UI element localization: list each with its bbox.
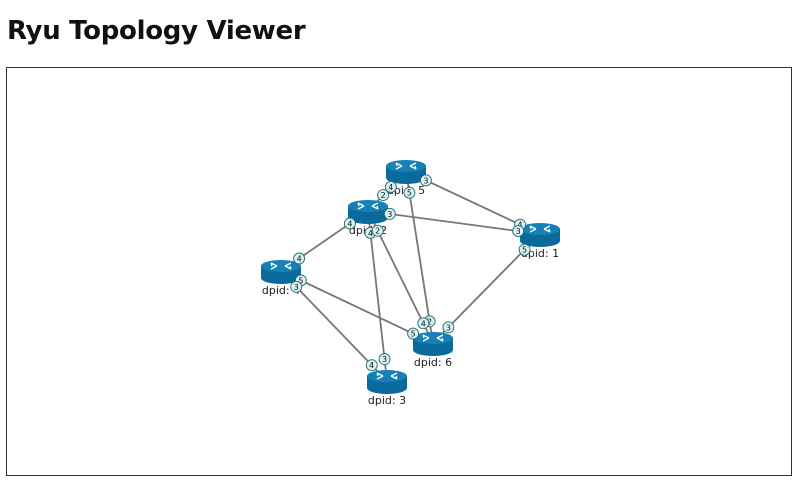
port-number: 3	[382, 355, 387, 364]
port-3-b5[interactable]: 3	[378, 353, 391, 366]
port-1-b3[interactable]: 3	[512, 225, 525, 238]
switch-node-3[interactable]: dpid: 3	[367, 370, 407, 407]
switch-label: dpid: 6	[414, 356, 452, 369]
router-arrows-icon	[376, 372, 398, 380]
port-circle-icon	[384, 180, 397, 193]
port-1-a7[interactable]: 5	[518, 243, 531, 256]
port-circle-icon	[371, 224, 384, 237]
port-circle-icon	[293, 252, 306, 265]
router-arrows-icon	[357, 202, 379, 210]
port-circle-icon	[383, 207, 396, 220]
port-number: 4	[347, 219, 352, 228]
port-3-b9[interactable]: 4	[365, 359, 378, 372]
port-2-b0[interactable]: 2	[377, 189, 390, 202]
port-circle-icon	[290, 280, 303, 293]
port-number: 4	[518, 221, 523, 230]
router-arrows-icon	[422, 334, 444, 342]
port-number: 4	[368, 229, 373, 238]
port-circle-icon	[442, 321, 455, 334]
port-number: 5	[411, 330, 416, 339]
port-circle-icon	[407, 327, 420, 340]
port-2-a4[interactable]: 4	[343, 217, 356, 230]
port-number: 3	[423, 176, 428, 185]
port-circle-icon	[403, 186, 416, 199]
page-title: Ryu Topology Viewer	[7, 16, 306, 46]
port-5-a2[interactable]: 5	[403, 186, 416, 199]
links-layer	[280, 170, 541, 382]
port-2-a6[interactable]: 2	[371, 224, 384, 237]
port-5-a1[interactable]: 3	[419, 174, 432, 187]
port-number: 5	[298, 276, 303, 285]
port-circle-icon	[377, 189, 390, 202]
port-6-b7[interactable]: 3	[442, 321, 455, 334]
link-2-1[interactable]	[367, 210, 541, 235]
router-arrows-icon	[270, 262, 292, 270]
switch-label: dpid: 3	[368, 394, 406, 407]
port-2-a3[interactable]: 3	[383, 207, 396, 220]
port-number: 3	[516, 227, 521, 236]
port-number: 2	[375, 227, 380, 236]
link-5-6[interactable]	[405, 170, 434, 344]
router-arrows-icon	[395, 162, 417, 170]
port-circle-icon	[365, 359, 378, 372]
port-circle-icon	[417, 317, 430, 330]
port-number: 3	[294, 283, 299, 292]
port-number: 2	[381, 191, 386, 200]
port-circle-icon	[518, 243, 531, 256]
router-icon-top	[367, 370, 407, 382]
port-number: 5	[522, 246, 527, 255]
router-icon-top	[386, 160, 426, 172]
port-number: 5	[407, 189, 412, 198]
port-4-a9[interactable]: 3	[290, 280, 303, 293]
port-number: 3	[387, 210, 392, 219]
port-6-b8[interactable]: 5	[407, 327, 420, 340]
router-icon-top	[348, 200, 388, 212]
port-circle-icon	[343, 217, 356, 230]
port-circle-icon	[419, 174, 432, 187]
port-4-b4[interactable]: 4	[293, 252, 306, 265]
port-number: 4	[369, 361, 374, 370]
router-arrows-icon	[529, 225, 551, 233]
port-number: 3	[446, 323, 451, 332]
port-circle-icon	[512, 225, 525, 238]
port-5-a0[interactable]: 4	[384, 180, 397, 193]
switch-node-5[interactable]: dpid: 5	[386, 160, 426, 197]
link-4-6[interactable]	[280, 270, 434, 344]
port-number: 4	[297, 255, 302, 264]
port-circle-icon	[378, 353, 391, 366]
port-number: 4	[421, 319, 426, 328]
link-2-3[interactable]	[367, 210, 388, 382]
port-number: 2	[427, 317, 432, 326]
switch-node-4[interactable]: dpid: 4	[261, 260, 301, 297]
switch-node-6[interactable]: dpid: 6	[413, 332, 453, 369]
port-6-b6[interactable]: 4	[417, 317, 430, 330]
port-number: 4	[388, 183, 393, 192]
switch-node-1[interactable]: dpid: 1	[520, 223, 560, 260]
